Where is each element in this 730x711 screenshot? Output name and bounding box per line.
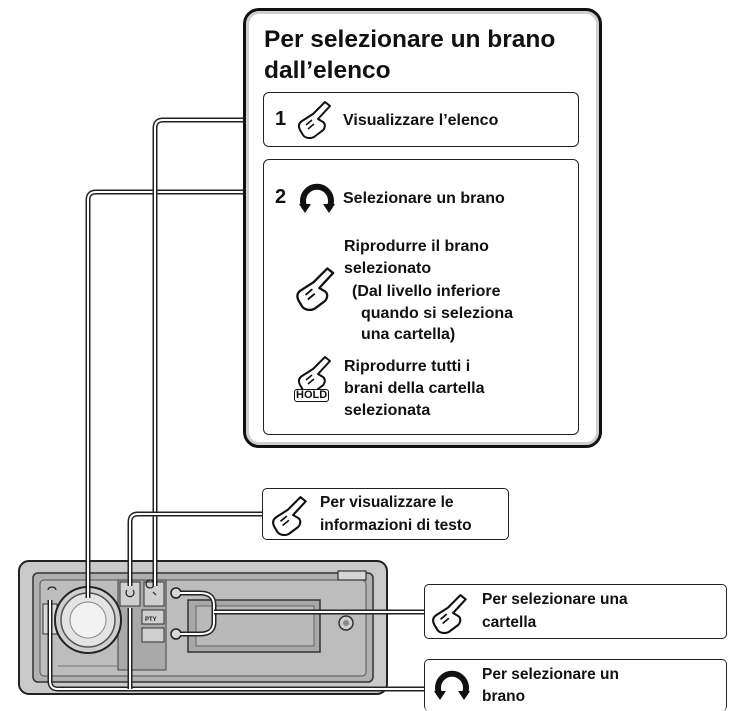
head-unit: PTY bbox=[18, 560, 388, 695]
play-all-line2: brani della cartella bbox=[344, 380, 485, 397]
press-finger-icon bbox=[294, 265, 340, 311]
folder-callout bbox=[424, 584, 727, 639]
folder-up-button[interactable] bbox=[170, 587, 182, 599]
play-selected-line3: (Dal livello inferiore bbox=[352, 283, 501, 300]
panel-title: Per selezionare un brano dall’elenco bbox=[264, 26, 556, 84]
play-all-line3: selezionata bbox=[344, 402, 431, 419]
play-selected-line1: Riprodurre il brano bbox=[344, 238, 489, 255]
step2-text: Selezionare un brano bbox=[343, 190, 505, 207]
press-finger-icon bbox=[296, 99, 336, 139]
rotate-knob-icon bbox=[432, 665, 472, 705]
step1-number: 1 bbox=[275, 108, 287, 130]
track-line2: brano bbox=[482, 688, 526, 705]
play-selected-line4: quando si seleziona bbox=[361, 305, 514, 322]
rotate-knob-icon bbox=[297, 178, 337, 218]
text-info-callout bbox=[262, 488, 509, 540]
play-selected-line2: selezionato bbox=[344, 260, 432, 277]
press-finger-icon bbox=[430, 592, 472, 634]
track-line1: Per selezionare un bbox=[482, 666, 619, 683]
pty-label: PTY bbox=[145, 617, 157, 623]
folder-down-button[interactable] bbox=[170, 628, 182, 640]
play-selected-line5: una cartella) bbox=[361, 326, 456, 343]
hold-finger-icon bbox=[296, 354, 336, 394]
folder-line1: Per selezionare una bbox=[482, 591, 628, 608]
hold-label: HOLD bbox=[294, 389, 330, 402]
text-info-line1: Per visualizzare le bbox=[320, 494, 454, 511]
step1-text: Visualizzare l’elenco bbox=[343, 112, 499, 129]
play-all-line1: Riprodurre tutti i bbox=[344, 358, 471, 375]
folder-line2: cartella bbox=[482, 614, 537, 631]
track-callout bbox=[424, 659, 727, 711]
step2-number: 2 bbox=[275, 186, 287, 208]
text-info-line2: informazioni di testo bbox=[320, 517, 472, 534]
press-finger-icon bbox=[270, 494, 312, 536]
